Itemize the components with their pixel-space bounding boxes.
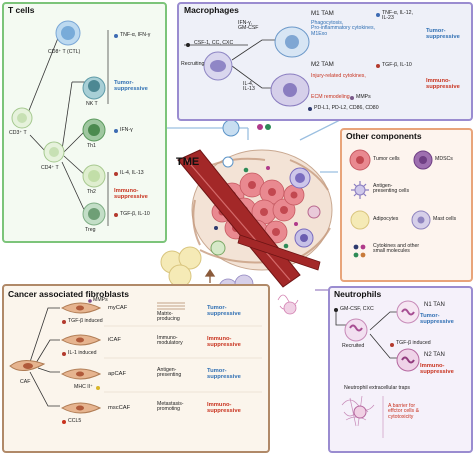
m2-role: Immuno- suppressive: [426, 78, 460, 91]
net-label: Neutrophil extracellular traps: [344, 385, 411, 391]
m2-description: Injury-related cytokines,: [311, 73, 366, 79]
caf-role-icaf: Immuno- suppressive: [207, 336, 241, 349]
caf-function-antigen: Antigen- presenting: [157, 367, 182, 379]
m1-role: Tumor- suppressive: [426, 28, 460, 41]
other-title: Other components: [346, 131, 422, 141]
neutro-signals: GM-CSF, CXC: [340, 306, 374, 312]
m2-label: M2 TAM: [311, 61, 334, 68]
caf-role-apcaf: Tumor- suppressive: [207, 368, 241, 381]
m1-description: Phagocytosis, Pro-inflammatory cytokines…: [311, 20, 375, 37]
macro-mmps: MMPs: [356, 94, 371, 100]
m1-markers: TNF-α, IL-12, IL-23: [382, 10, 413, 22]
caf-type-icaf: iCAF: [108, 337, 121, 343]
n2-role: Immuno- suppressive: [420, 363, 454, 376]
n2-label: N2 TAN: [424, 352, 445, 358]
caf-function-immuno: Immuno- modulatory: [157, 335, 183, 347]
caf-type-msccaf: mscCAF: [108, 405, 131, 411]
caf-type-mycaf: myCAF: [108, 305, 128, 311]
tgf-induced-label: TGF-β induced: [68, 318, 103, 324]
blood-vessel: [177, 149, 321, 288]
tumor-cells-label: Tumor cells: [373, 156, 400, 162]
m1-label: M1 TAM: [311, 10, 334, 17]
adipocytes-cluster: [160, 246, 202, 288]
recruit-signals: CSF-1, CC, CXC: [194, 40, 234, 46]
caf-role-msccaf: Immuno- suppressive: [207, 402, 241, 415]
ecm-remodeling: ECM remodeling: [311, 94, 350, 100]
m1-inputs: IFN-γ, GM-CSF: [238, 20, 259, 32]
cd8-label: CD8⁺ T (CTL): [48, 49, 81, 55]
n1-label: N1 TAN: [424, 302, 445, 308]
recruited-label: Recruited: [342, 343, 365, 349]
cytokines-label: Cytokines and other small molecules: [373, 243, 420, 255]
net-description: A barrier for effctor cells & cytotoxici…: [388, 403, 420, 420]
caf-function-metastasis: Metastasis- promoting: [157, 401, 184, 413]
apc-label: Antigen- presenting cells: [373, 183, 410, 195]
th1-label: Th1: [87, 143, 96, 149]
treg-label: Treg: [85, 227, 96, 233]
mhc-label: MHC II⁺: [74, 384, 93, 390]
caf-mmps: MMPs: [93, 297, 108, 303]
mast-cells-label: Mast cells: [433, 216, 457, 222]
th2-markers: IL-4, IL-13: [120, 170, 144, 176]
neutrophils-title: Neutrophils: [334, 289, 382, 299]
tme-label: TME: [176, 156, 200, 168]
caf-type-apcaf: apCAF: [108, 371, 127, 377]
recruiting-label: Recruiting: [181, 61, 205, 67]
net-icon: [277, 294, 299, 315]
caf-label: CAF: [20, 379, 31, 385]
caf-title: Cancer associated fibroblasts: [8, 289, 129, 299]
th2-label: Th2: [87, 189, 96, 195]
cd8-markers: TNF-α, IFN-γ: [120, 32, 151, 38]
m2-surface: PD-L1, PD-L2, CD86, CD80: [314, 105, 379, 111]
tcells-immuno-suppressive: Immuno- suppressive: [114, 188, 148, 201]
macrophages-title: Macrophages: [184, 5, 239, 15]
tcells-tumor-suppressive: Tumor- suppressive: [114, 80, 148, 93]
th1-markers: IFN-γ: [120, 127, 133, 133]
cd4-label: CD4⁺ T: [41, 165, 59, 171]
m2-inputs: IL-4, IL-13: [243, 81, 255, 93]
cd3-label: CD3⁺ T: [9, 130, 27, 136]
caf-role-mycaf: Tumor- suppressive: [207, 305, 241, 318]
caf-arrow: [204, 268, 216, 283]
m2-markers: TGF-β, IL-10: [382, 62, 412, 68]
mdscs-label: MDSCs: [435, 156, 453, 162]
n1-role: Tumor- suppressive: [420, 313, 454, 326]
tgf-induced-neutro: TGF-β induced: [396, 340, 431, 346]
treg-markers: TGF-β, IL-10: [120, 211, 150, 217]
t-cells-title: T cells: [8, 5, 35, 15]
caf-function-matrix: Matrix- producing: [157, 311, 180, 323]
nk-label: NK T: [86, 101, 98, 107]
il1-induced-label: IL-1 induced: [68, 350, 97, 356]
ccl5-label: CCL5: [68, 418, 82, 424]
adipocytes-label: Adipocytes: [373, 216, 399, 222]
